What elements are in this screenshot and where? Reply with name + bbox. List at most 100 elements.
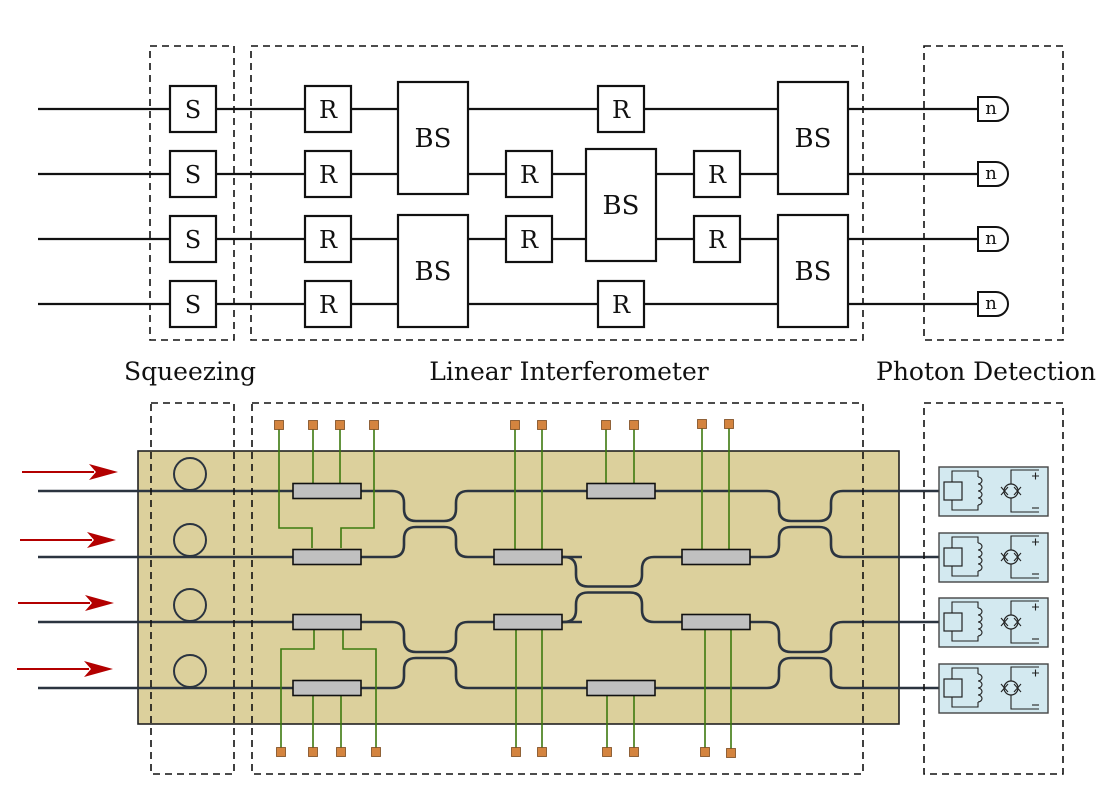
beamsplitter-gate: BS	[396, 213, 470, 329]
photon-detector: n	[977, 161, 1009, 187]
inductor-icon	[977, 673, 983, 703]
directional-coupler-arm	[562, 591, 656, 624]
inductor-icon	[977, 607, 983, 637]
electrode-pad	[537, 420, 547, 430]
rotation-gate: R	[692, 149, 742, 199]
beamsplitter-gate-label: BS	[603, 191, 640, 221]
plus-sign	[1032, 603, 1039, 611]
laser-pump-arrow	[18, 595, 114, 611]
detector-shape	[977, 226, 1009, 252]
rotation-gate: R	[504, 149, 554, 199]
circuit-wire	[951, 631, 979, 642]
output-terminal-negative	[1010, 498, 1039, 513]
output-terminal-negative	[1010, 695, 1039, 710]
electrode-pad	[335, 420, 345, 430]
photodiode-icon	[943, 547, 963, 567]
photodiode-icon	[943, 612, 963, 632]
electrode-pad	[537, 747, 547, 757]
directional-coupler-arm	[390, 525, 470, 559]
rotation-gate-box	[504, 149, 554, 199]
squeezer-gate-label: S	[185, 226, 201, 254]
phase-shifter	[681, 548, 751, 566]
directional-coupler-arm	[765, 525, 845, 559]
rotation-gate: R	[692, 214, 742, 264]
laser-pump-arrow	[17, 661, 113, 677]
electrode-wire	[342, 630, 377, 752]
output-terminal-positive	[1010, 535, 1039, 550]
photonic-chip	[137, 450, 900, 725]
squeezing-label: Squeezing	[124, 357, 256, 386]
phase-shifter	[681, 613, 751, 631]
cross-marks	[1000, 683, 1022, 693]
electrode-pad	[276, 747, 286, 757]
output-terminal-negative	[1010, 629, 1039, 644]
electrode-pad	[274, 420, 284, 430]
interferometer-label: Linear Interferometer	[429, 357, 708, 386]
detector-label: n	[985, 98, 997, 119]
rotation-gate-label: R	[319, 226, 338, 254]
plus-sign	[1032, 669, 1039, 677]
squeezer-gate: S	[168, 84, 218, 134]
output-terminal-negative	[1010, 564, 1039, 579]
detector-label: n	[985, 163, 997, 184]
electrode-pad	[601, 420, 611, 430]
squeezer-gate: S	[168, 149, 218, 199]
rotation-gate: R	[504, 214, 554, 264]
cross-marks	[1000, 552, 1022, 562]
rotation-gate-box	[303, 279, 353, 329]
ring-resonator	[173, 457, 207, 491]
plus-sign	[1032, 472, 1039, 480]
rotation-gate-box	[303, 149, 353, 199]
electrode-pad	[629, 747, 639, 757]
detector-label: n	[985, 228, 997, 249]
electrode-pad	[726, 748, 736, 758]
rotation-gate-box	[596, 279, 646, 329]
beamsplitter-gate-box	[396, 213, 470, 329]
phase-shifter	[292, 548, 362, 566]
rotation-gate-box	[692, 149, 742, 199]
photon-detector: n	[977, 291, 1009, 317]
detector-shape	[977, 96, 1009, 122]
electrode-pad	[700, 747, 710, 757]
laser-pump-arrow	[20, 532, 116, 548]
beamsplitter-gate-box	[584, 147, 658, 263]
electrode-pad	[724, 419, 734, 429]
squeezer-gate-box	[168, 84, 218, 134]
rotation-gate-box	[596, 84, 646, 134]
beamsplitter-gate-box	[396, 80, 470, 196]
beamsplitter-gate-box	[776, 80, 850, 196]
electrode-pad	[602, 747, 612, 757]
directional-coupler-arm	[765, 489, 845, 523]
electrode-wire	[280, 630, 315, 752]
photodetector-module	[938, 466, 1049, 517]
rotation-gate: R	[303, 214, 353, 264]
beamsplitter-gate-label: BS	[795, 257, 832, 287]
rotation-gate: R	[303, 149, 353, 199]
squeezer-gate-box	[168, 149, 218, 199]
electrode-pad	[510, 420, 520, 430]
interferometer-section-box	[250, 45, 864, 341]
squeezer-gate: S	[168, 214, 218, 264]
detector-shape	[977, 291, 1009, 317]
photodiode-icon	[943, 481, 963, 501]
electrode-pad	[371, 747, 381, 757]
phase-shifter	[586, 679, 656, 697]
rotation-gate-label: R	[319, 291, 338, 319]
beamsplitter-gate-label: BS	[415, 257, 452, 287]
electrode-pad	[369, 420, 379, 430]
directional-coupler-arm	[562, 555, 656, 588]
phase-shifter	[292, 613, 362, 631]
plus-sign	[1032, 538, 1039, 546]
inductor-icon	[977, 476, 983, 506]
rotation-gate-label: R	[612, 96, 631, 124]
beamsplitter-gate: BS	[584, 147, 658, 263]
rotation-gate: R	[303, 279, 353, 329]
detection-label: Photon Detection	[876, 357, 1096, 386]
phase-shifter	[493, 548, 563, 566]
circuit-wire	[951, 566, 979, 577]
rotation-gate: R	[596, 279, 646, 329]
beamsplitter-gate-box	[776, 213, 850, 329]
chip-squeezing-section-box	[150, 402, 235, 775]
rotation-gate-label: R	[708, 226, 727, 254]
